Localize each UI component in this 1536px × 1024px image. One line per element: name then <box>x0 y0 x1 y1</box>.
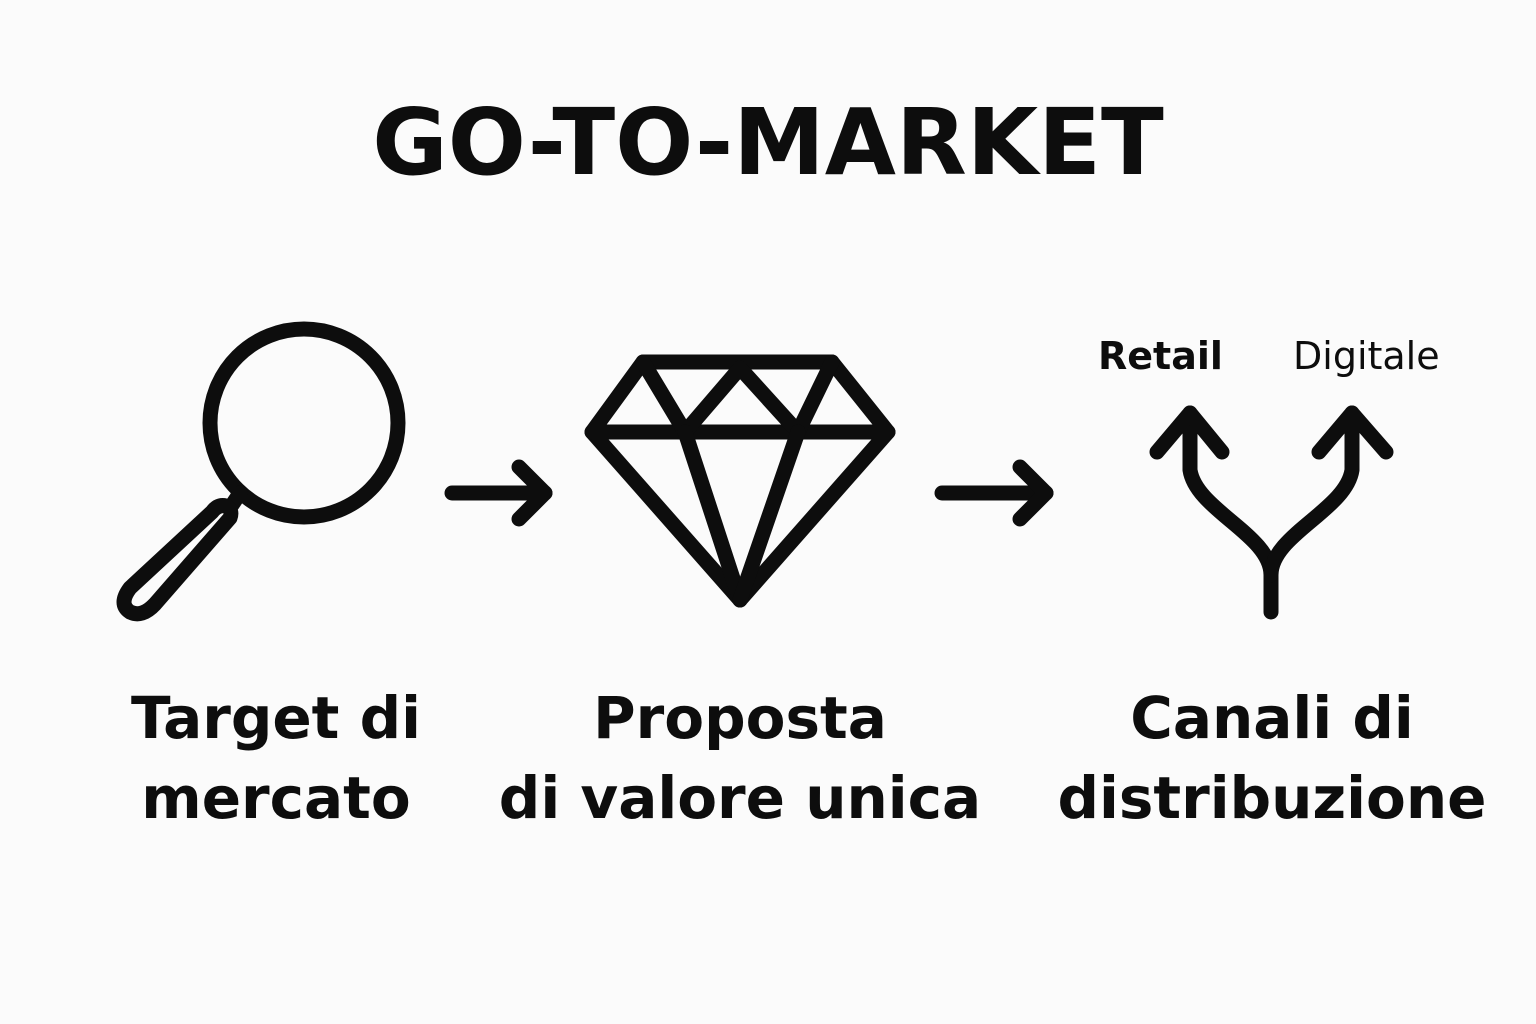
branch-label-retail: Retail <box>1098 334 1223 378</box>
magnifier-icon <box>116 321 406 622</box>
arrow-right-icon <box>934 459 1054 527</box>
branching-arrows-icon <box>1149 405 1394 620</box>
step-label-line: Canali di <box>1130 684 1414 752</box>
step-label-line: mercato <box>141 764 411 832</box>
step-label-line: Proposta <box>593 684 887 752</box>
step-label-distribution: Canali di distribuzione <box>1042 678 1502 838</box>
step-label-line: Target di <box>131 684 421 752</box>
step-label-line: di valore unica <box>498 764 982 832</box>
step-label-line: distribuzione <box>1057 764 1487 832</box>
arrow-right-icon <box>444 459 553 527</box>
step-label-value-proposition: Proposta di valore unica <box>480 678 1000 838</box>
step-label-target: Target di mercato <box>76 678 476 838</box>
branch-label-digitale: Digitale <box>1293 334 1440 378</box>
diamond-icon <box>584 354 896 608</box>
diagram-title: GO-TO-MARKET <box>372 89 1164 196</box>
